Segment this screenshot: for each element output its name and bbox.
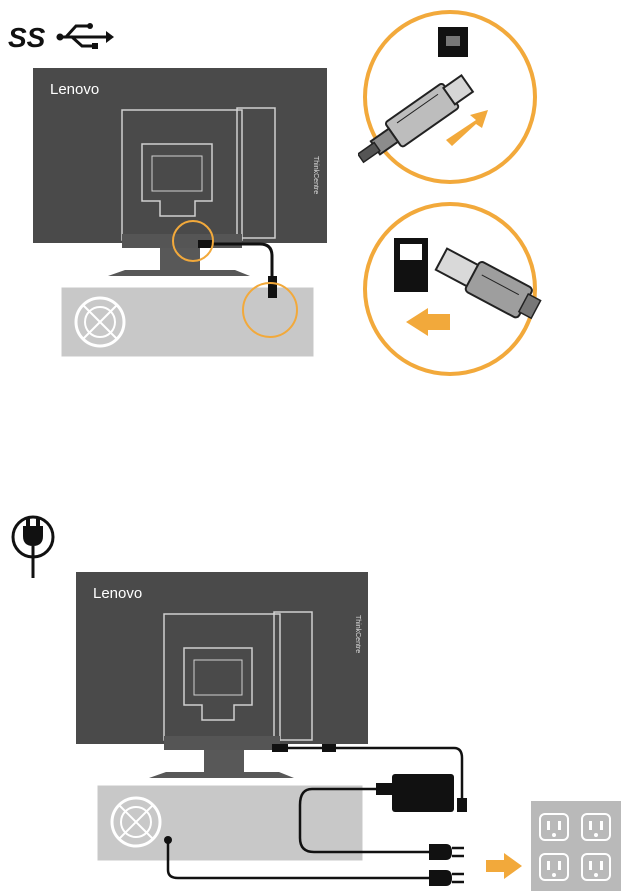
zoom-usb-b-insert: [358, 8, 542, 186]
monitor-pc-power-illustration: Lenovo ThinkCentre: [74, 570, 484, 895]
power-plug-icon: [8, 512, 58, 580]
power-plug-1: [429, 844, 464, 860]
usb-logo-text: SS: [8, 22, 46, 53]
usb-connection-figure: SS Lenovo ThinkCentre: [0, 0, 626, 420]
arrow-right-icon: [484, 852, 524, 880]
monitor-pc-illustration: Lenovo ThinkCentre: [30, 66, 330, 361]
monitor-brand-label: Lenovo: [50, 81, 99, 98]
stand-column: [160, 248, 200, 270]
monitor-brand-label: Lenovo: [93, 585, 142, 602]
stand-base: [108, 270, 250, 276]
monitor-lower-bezel: [122, 234, 242, 248]
power-adapter: [392, 774, 454, 812]
power-connection-figure: Lenovo ThinkCentre: [0, 500, 626, 895]
power-plug-2: [429, 870, 464, 886]
usb-b-connector: [198, 240, 212, 248]
zoom-usb-a-insert: [358, 200, 542, 378]
stand-base: [149, 772, 294, 778]
usb-a-connector: [268, 276, 277, 298]
monitor-side-label: ThinkCentre: [354, 615, 361, 653]
wall-outlet-panel: [530, 800, 622, 892]
monitor-side-label: ThinkCentre: [312, 156, 319, 194]
usb-superspeed-icon: SS: [6, 16, 116, 56]
